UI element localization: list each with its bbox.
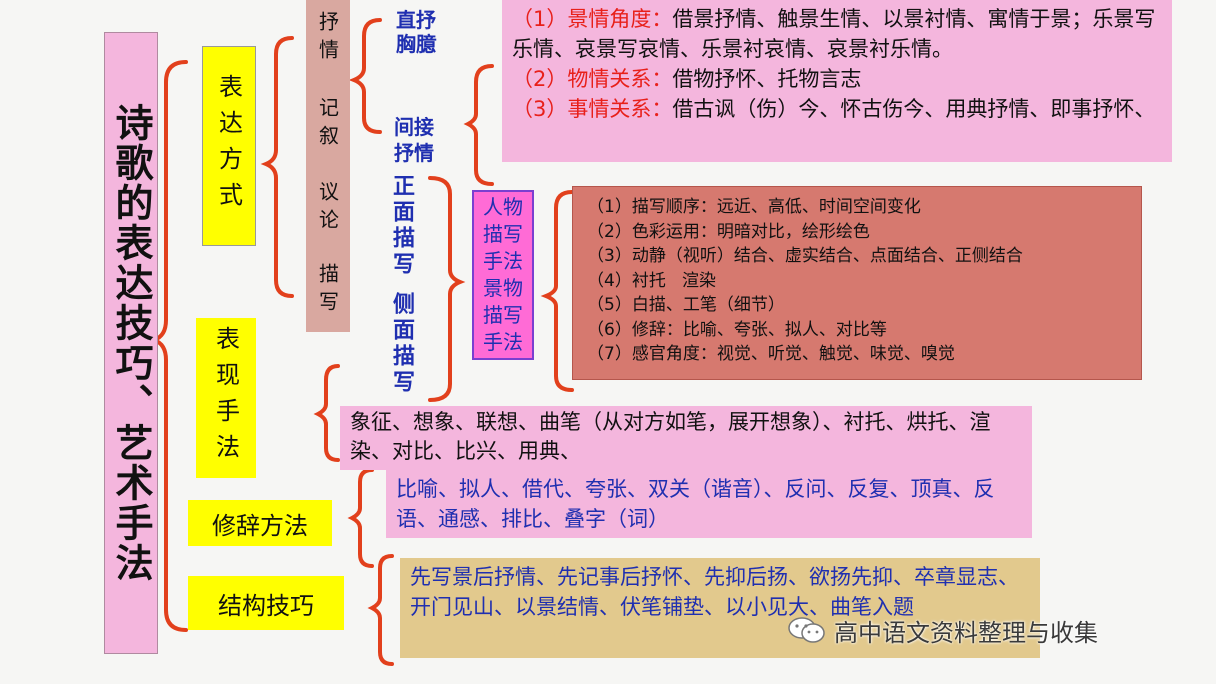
- category-rhetoric-label: 修辞方法: [212, 511, 308, 540]
- description-detail-item: （6）修辞：比喻、夸张、拟人、对比等: [587, 319, 887, 340]
- type-argument: 议论: [315, 181, 340, 237]
- method-figure: 人物描写手法: [483, 195, 523, 273]
- technique-detail-box: 象征、想象、联想、曲笔（从对方如笔，展开想象）、衬托、烘托、渲染、对比、比兴、用…: [340, 406, 1032, 470]
- category-technique: 表现手法: [196, 318, 256, 478]
- watermark-text: 高中语文资料整理与收集: [834, 618, 1098, 647]
- description-detail-item: （4）衬托 渲染: [587, 270, 717, 291]
- method-scene: 景物描写手法: [483, 276, 523, 354]
- category-expression-label: 表达方式: [214, 74, 243, 218]
- wechat-icon: [788, 615, 826, 645]
- category-expression: 表达方式: [202, 46, 256, 246]
- description-detail-item: （7）感官角度：视觉、听觉、触觉、味觉、嗅觉: [587, 344, 955, 364]
- type-description: 描写: [315, 263, 340, 319]
- rhetoric-detail-text: 比喻、拟人、借代、夸张、双关（谐音）、反问、反复、顶真、反语、通感、排比、叠字（…: [396, 477, 995, 531]
- rhetoric-detail-box: 比喻、拟人、借代、夸张、双关（谐音）、反问、反复、顶真、反语、通感、排比、叠字（…: [386, 470, 1032, 538]
- description-detail-item: （3）动静（视听）结合、虚实结合、点面结合、正侧结合: [587, 246, 1023, 266]
- structure-detail-box: 先写景后抒情、先记事后抒怀、先抑后扬、欲扬先抑、卒章显志、开门见山、以景结情、伏…: [400, 558, 1040, 658]
- structure-detail-text: 先写景后抒情、先记事后抒怀、先抑后扬、欲扬先抑、卒章显志、开门见山、以景结情、伏…: [410, 565, 1019, 619]
- category-rhetoric: 修辞方法: [188, 500, 332, 546]
- indirect-detail-1: （1）景情角度：借景抒情、触景生情、以景衬情、寓情于景；乐景写乐情、哀景写哀情、…: [512, 7, 1156, 61]
- description-side: 侧面描写: [389, 292, 414, 396]
- lyric-indirect: 间接抒情: [394, 115, 434, 165]
- description-detail-item: （2）色彩运用：明暗对比，绘形绘色: [587, 221, 870, 242]
- category-structure: 结构技巧: [188, 576, 344, 630]
- lyric-direct: 直抒胸臆: [396, 8, 436, 56]
- description-methods-box: 人物描写手法 景物描写手法: [472, 190, 534, 360]
- technique-detail-text: 象征、想象、联想、曲笔（从对方如笔，展开想象）、衬托、烘托、渲染、对比、比兴、用…: [350, 410, 991, 463]
- type-narrative: 记叙: [315, 97, 340, 153]
- root-title-text: 诗歌的表达技巧、艺术手法: [109, 103, 153, 583]
- expression-types-column: 抒情 记叙 议论 描写: [306, 0, 350, 332]
- watermark: 高中语文资料整理与收集: [788, 612, 1098, 648]
- indirect-detail-2: （2）物情关系：借物抒怀、托物言志: [512, 67, 862, 91]
- indirect-details-box: （1）景情角度：借景抒情、触景生情、以景衬情、寓情于景；乐景写乐情、哀景写哀情、…: [502, 0, 1172, 162]
- type-lyric: 抒情: [315, 11, 340, 67]
- description-detail-item: （5）白描、工笔（细节）: [587, 295, 785, 315]
- description-detail-item: （1）描写顺序：远近、高低、时间空间变化: [587, 197, 921, 217]
- description-front: 正面描写: [389, 174, 414, 278]
- root-title: 诗歌的表达技巧、艺术手法: [104, 32, 158, 654]
- category-technique-label: 表现手法: [211, 326, 240, 470]
- description-details-box: （1）描写顺序：远近、高低、时间空间变化 （2）色彩运用：明暗对比，绘形绘色 （…: [572, 186, 1142, 380]
- indirect-detail-3: （3）事情关系：借古讽（伤）今、怀古伤今、用典抒情、即事抒怀、: [512, 97, 1156, 121]
- category-structure-label: 结构技巧: [218, 591, 314, 620]
